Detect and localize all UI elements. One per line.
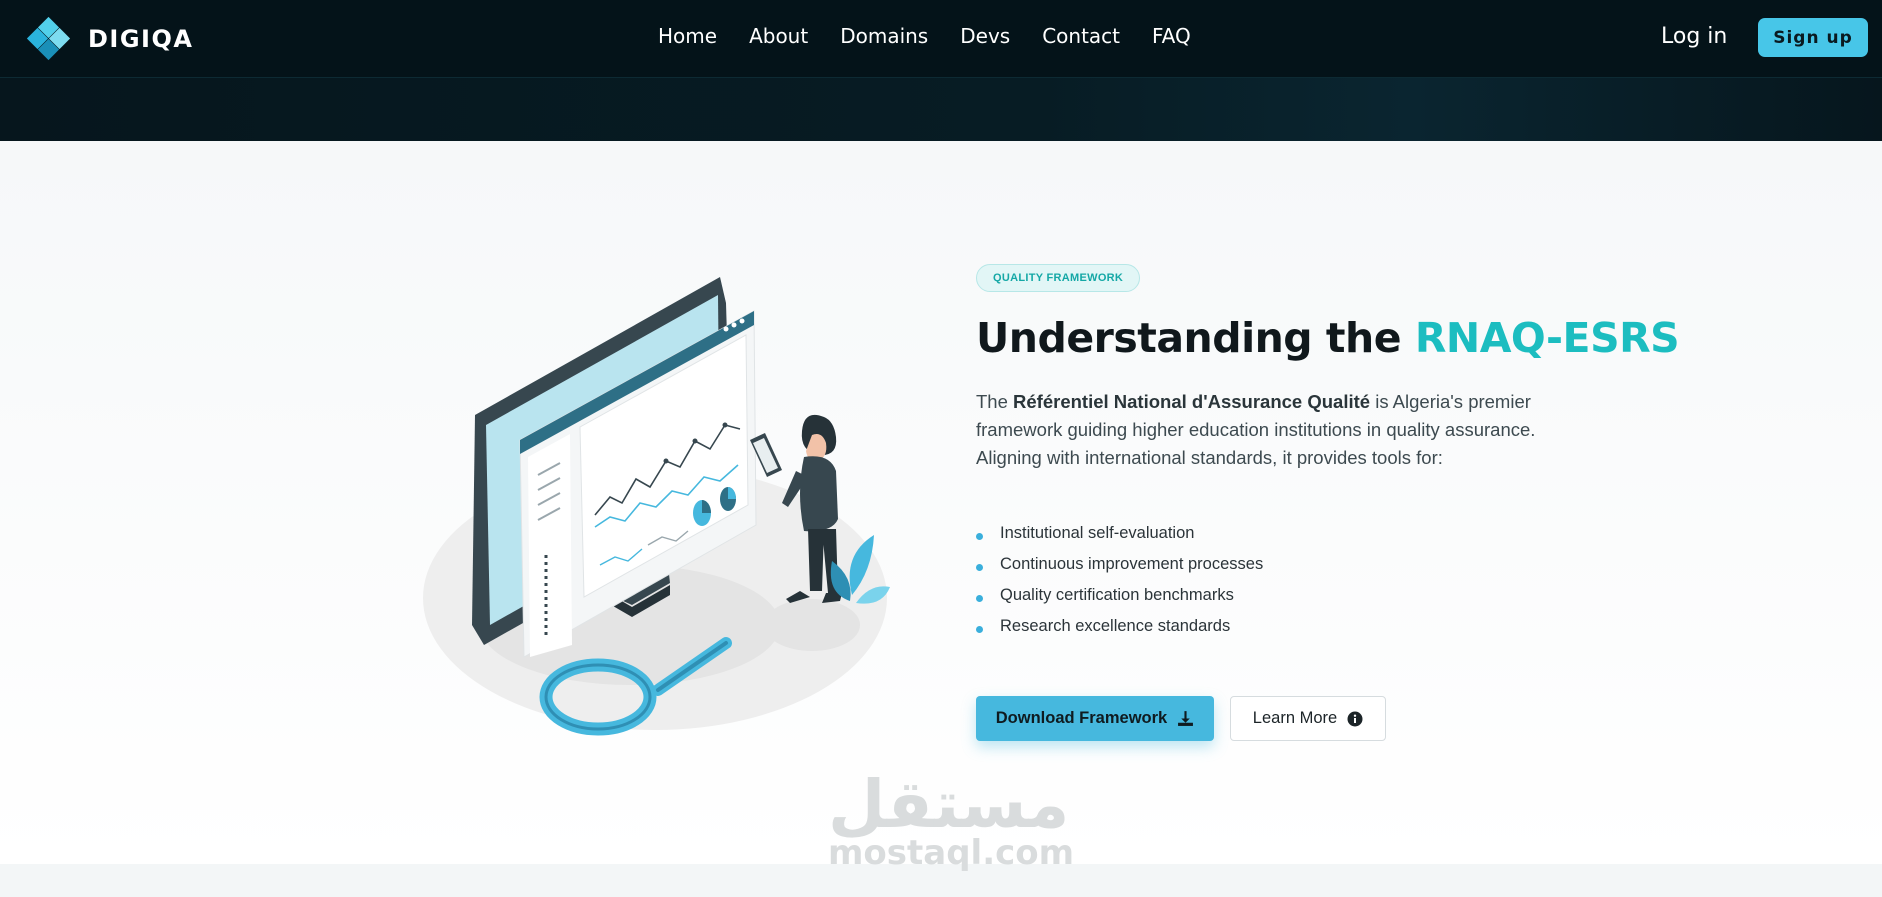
bullet-dot-icon <box>976 564 983 571</box>
list-item: Continuous improvement processes <box>976 549 1596 580</box>
list-item: Research excellence standards <box>976 611 1596 642</box>
hero-content: QUALITY FRAMEWORK Understanding the RNAQ… <box>976 264 1680 642</box>
nav-link-domains[interactable]: Domains <box>840 24 929 48</box>
section-badge: QUALITY FRAMEWORK <box>976 264 1141 292</box>
description-bold: Référentiel National d'Assurance Qualité <box>1013 391 1371 412</box>
hero-description: The Référentiel National d'Assurance Qua… <box>976 388 1566 472</box>
hero-headline: Understanding the RNAQ-ESRS <box>976 314 1680 362</box>
hero-actions: Download Framework Learn More <box>976 696 1386 741</box>
nav-link-devs[interactable]: Devs <box>960 24 1011 48</box>
nav-links: Home About Domains Devs Contact FAQ <box>658 24 1191 48</box>
watermark-latin: mostaql.com <box>828 833 1075 873</box>
headline-prefix: Understanding the <box>976 314 1402 362</box>
description-suffix: is Algeria's premier framework guiding h… <box>976 391 1536 468</box>
bullet-dot-icon <box>976 626 983 633</box>
nav-link-home[interactable]: Home <box>658 24 718 48</box>
hero-section <box>0 141 1882 864</box>
feature-list: Institutional self-evaluation Continuous… <box>976 518 1596 642</box>
feature-label: Institutional self-evaluation <box>1000 524 1195 542</box>
nav-link-about[interactable]: About <box>749 24 809 48</box>
feature-label: Quality certification benchmarks <box>1000 586 1234 604</box>
watermark-arabic: مستقل <box>828 766 1070 843</box>
signup-button[interactable]: Sign up <box>1758 18 1868 57</box>
download-framework-button[interactable]: Download Framework <box>976 696 1214 741</box>
brand-name: DIGIQA <box>88 25 194 53</box>
diamond-grid-logo-icon <box>26 16 71 61</box>
analytics-dashboard-illustration <box>423 277 890 736</box>
bullet-dot-icon <box>976 595 983 602</box>
list-item: Quality certification benchmarks <box>976 580 1596 611</box>
download-icon <box>1178 711 1194 726</box>
description-prefix: The <box>976 391 1008 412</box>
feature-label: Continuous improvement processes <box>1000 555 1264 573</box>
list-item: Institutional self-evaluation <box>976 518 1596 549</box>
info-circle-icon <box>1347 711 1363 726</box>
login-link[interactable]: Log in <box>1661 24 1728 49</box>
learn-more-button[interactable]: Learn More <box>1230 696 1386 741</box>
nav-link-faq[interactable]: FAQ <box>1152 24 1191 48</box>
next-section-band <box>0 864 1882 897</box>
headline-accent: RNAQ-ESRS <box>1414 314 1680 362</box>
learn-more-label: Learn More <box>1252 709 1338 727</box>
top-navbar: DIGIQA Home About Domains Devs Contact F… <box>0 0 1882 78</box>
feature-label: Research excellence standards <box>1000 617 1231 635</box>
watermark: مستقل mostaql.com <box>828 766 1075 873</box>
bullet-dot-icon <box>976 533 983 540</box>
brand[interactable]: DIGIQA <box>26 16 194 61</box>
nav-link-contact[interactable]: Contact <box>1042 24 1121 48</box>
download-button-label: Download Framework <box>995 709 1168 727</box>
